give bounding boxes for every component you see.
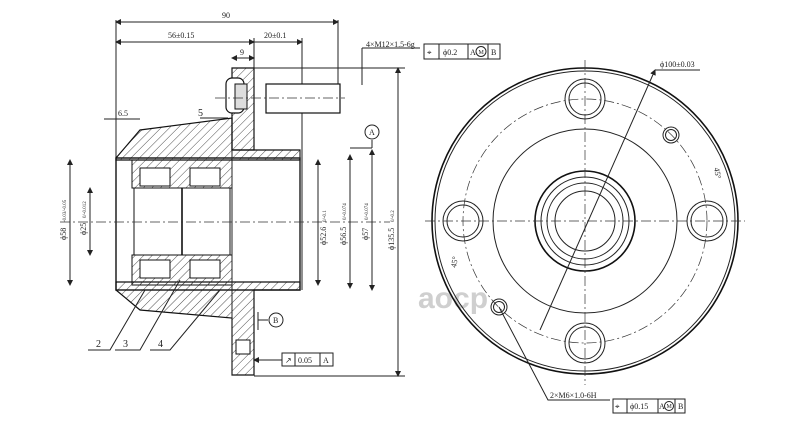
dim-pilot-1-tol: 0/-0.1 (323, 210, 328, 222)
datum-ref: A (470, 48, 476, 57)
dim-flange-dia: ϕ135.5 (387, 228, 396, 250)
dim-pilot-2-tol: 0/-0.074 (343, 203, 348, 220)
bolt-hole (564, 78, 606, 120)
dim-pilot-3-tol: 0/-0.074 (365, 203, 370, 220)
datum-ref: A (659, 402, 665, 411)
datum-b: B (273, 316, 278, 325)
dim-bearing-bore: ϕ25 (79, 223, 88, 235)
dim-overall-length: 90 (222, 11, 230, 20)
dim-flange-thickness: 9 (240, 48, 244, 57)
front-view: ϕ100±0.03 45° 45° 2×M6×1.0-6H ⌖ ϕ0.15 A … (425, 60, 745, 414)
small-thread-callout: 2×M6×1.0-6H (550, 391, 597, 400)
small-thread-tolerance-frame: ⌖ ϕ0.15 A M B (612, 398, 686, 414)
stud-thread-callout: 4×M12×1.5-6g (366, 40, 415, 49)
dim-bearing-bore-tol: 0/-0.012 (83, 201, 88, 218)
datum-a: A (369, 128, 375, 137)
tolerance-value: ϕ0.2 (443, 48, 457, 57)
runout-tolerance-frame: ↗ 0.05 A (281, 352, 334, 367)
part-number-3: 3 (123, 339, 128, 350)
dim-flange-offset: 56±0.15 (168, 31, 194, 40)
bolt-hole (442, 200, 484, 242)
dim-pilot-1: ϕ52.6 (319, 227, 328, 245)
part-number-4: 4 (158, 339, 163, 350)
dim-flange-dia-tol: 0/-0.2 (391, 210, 396, 222)
threaded-hole (662, 126, 680, 144)
angle-dim-2: 45° (449, 256, 460, 269)
datum-ref: A (323, 356, 329, 365)
position-icon: ⌖ (615, 402, 620, 411)
dim-bore-outer: ϕ58 (59, 228, 68, 240)
part-number-5: 5 (198, 108, 203, 119)
bolt-hole (564, 322, 606, 364)
datum-ref: B (678, 402, 683, 411)
dim-pilot-3: ϕ57 (361, 228, 370, 240)
section-view: 90 56±0.15 20±0.1 9 6.5 5 (59, 11, 501, 377)
dim-inner-step: 6.5 (118, 109, 128, 118)
bolt-circle-dim: ϕ100±0.03 (660, 60, 695, 69)
dim-bore-outer-tol: -0.03/-0.05 (63, 199, 68, 222)
dim-pilot-2: ϕ56.5 (339, 227, 348, 245)
tolerance-value: ϕ0.15 (630, 402, 648, 411)
datum-ref: B (491, 48, 496, 57)
runout-icon: ↗ (285, 356, 292, 365)
tolerance-value: 0.05 (298, 356, 312, 365)
angle-dim: 45° (712, 167, 723, 180)
part-number-2: 2 (96, 339, 101, 350)
threaded-hole (490, 298, 508, 316)
position-icon: ⌖ (427, 48, 432, 57)
mmc-modifier: M (667, 404, 673, 410)
dim-stud-length: 20±0.1 (264, 31, 286, 40)
bolt-hole (686, 200, 728, 242)
stud-position-tolerance-frame: ⌖ ϕ0.2 A M B (423, 43, 501, 60)
mmc-modifier: M (479, 50, 485, 56)
